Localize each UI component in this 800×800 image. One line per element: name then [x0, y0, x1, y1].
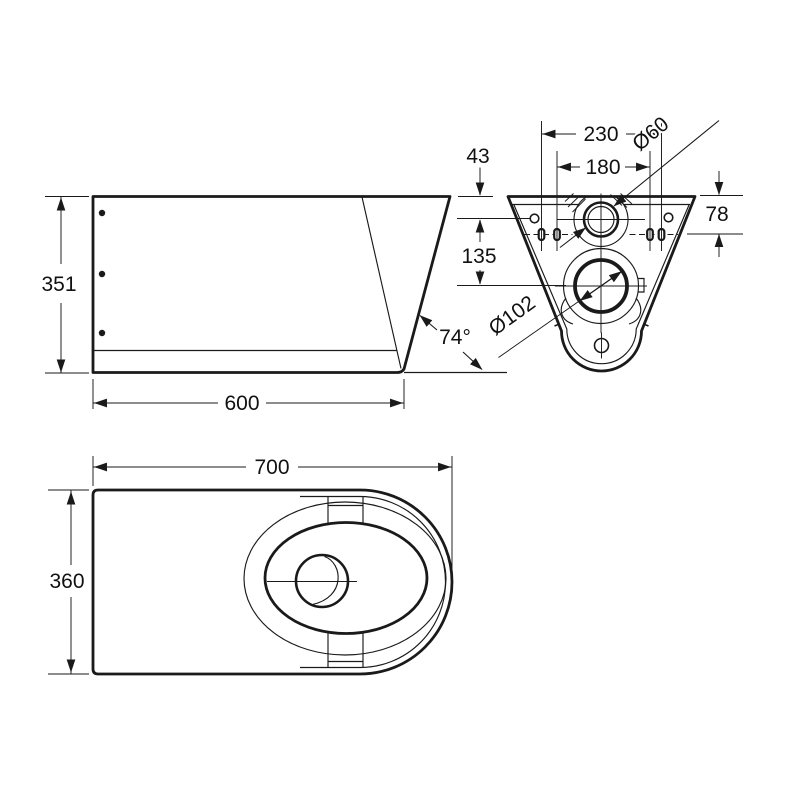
leader-arrow	[559, 227, 586, 248]
drain-hole	[294, 553, 350, 609]
extension-lines	[541, 121, 662, 251]
bowl-rim-outer	[243, 501, 447, 656]
view-rear-elevation: 230 180 43 135	[457, 110, 743, 373]
mounting-hole-dot	[98, 329, 106, 337]
mounting-hole-dot	[98, 270, 106, 278]
outline-notches	[554, 323, 649, 327]
bowl-rim-inner	[263, 521, 429, 635]
dim-side-depth-label: 600	[224, 392, 259, 415]
dim-plan-width: 360	[47, 489, 89, 675]
dim-plan-length: 700	[92, 454, 453, 577]
view-plan: 700 360	[47, 454, 454, 676]
side-inner-lines	[93, 196, 402, 369]
dim-inlet-diameter-label: Ø60	[628, 112, 673, 155]
flush-channels	[327, 497, 364, 668]
leader-arrow	[600, 271, 622, 287]
dim-top-to-slots-label: 78	[705, 203, 728, 226]
rear-inner-wall	[513, 204, 690, 365]
dim-outlet-diameter-label: Ø102	[485, 291, 540, 340]
extension-lines	[92, 456, 453, 577]
dim-fixing-inner: 180	[557, 154, 650, 181]
dim-fixing-outer: 230	[541, 121, 662, 148]
drain-shading-arc	[312, 555, 339, 606]
angle-leader-arrow	[462, 351, 483, 370]
dim-top-to-slots: 78	[687, 171, 743, 257]
view-side-elevation: 351 600 74°	[39, 195, 507, 417]
extension-lines	[45, 196, 89, 374]
dim-fixing-outer-label: 230	[583, 123, 618, 146]
leader-line	[613, 120, 720, 207]
extension-lines	[92, 379, 405, 409]
dim-front-angle-label: 74°	[439, 326, 471, 349]
side-outline	[91, 195, 452, 374]
dim-plan-width-label: 360	[49, 570, 84, 593]
dim-fixing-inner-label: 180	[585, 156, 620, 179]
angle-leader-arrow	[419, 315, 438, 331]
dim-top-to-holes-label: 43	[466, 145, 489, 168]
dim-side-height: 351	[39, 196, 89, 374]
dim-side-depth: 600	[92, 379, 405, 417]
side-mounting-hole-dots	[98, 209, 106, 337]
dim-top-to-holes: 43	[458, 143, 493, 197]
mounting-hole-dot	[98, 209, 106, 217]
plan-outline	[91, 488, 454, 676]
dim-front-angle: 74°	[419, 315, 483, 370]
dim-plan-length-label: 700	[254, 456, 289, 479]
extension-lines	[48, 489, 89, 675]
leader-arrow	[579, 285, 602, 302]
extension-lines	[457, 218, 566, 286]
fixing-hole-right	[663, 212, 674, 223]
dim-holes-to-outlet-label: 135	[461, 245, 496, 268]
dim-holes-to-outlet: 135	[457, 218, 566, 286]
dim-side-height-label: 351	[41, 273, 76, 296]
inlet-centerlines	[557, 193, 645, 248]
